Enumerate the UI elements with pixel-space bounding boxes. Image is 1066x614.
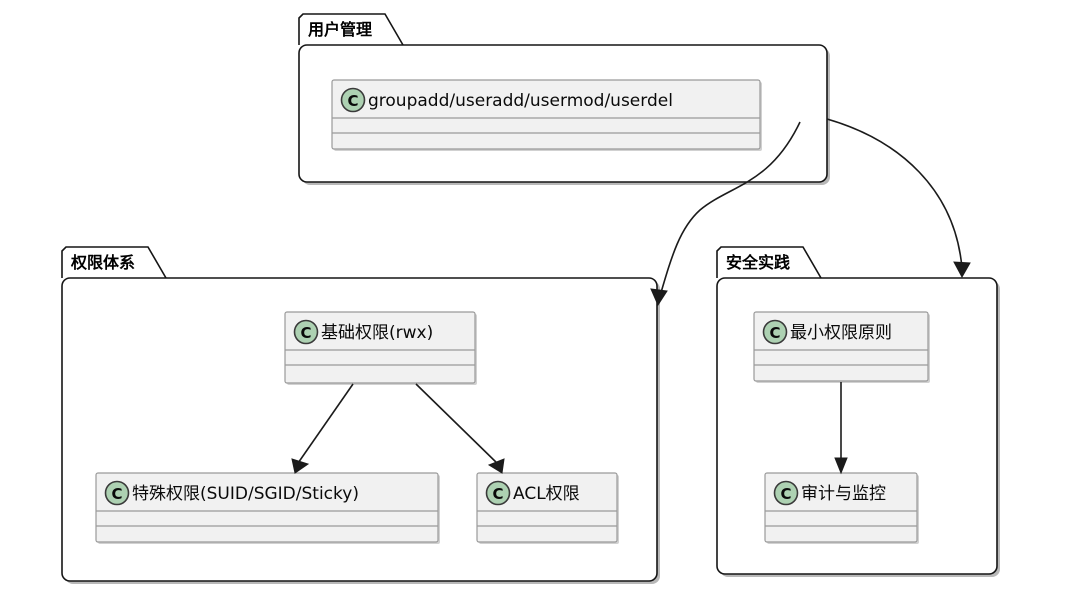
- class-node-cls-basic-permission[interactable]: C 基础权限(rwx): [284, 311, 477, 385]
- class-box: [95, 472, 439, 543]
- link-link-user-management-to-permission-system[interactable]: [650, 121, 801, 307]
- class-name-label: 最小权限原则: [790, 323, 892, 343]
- link-link-least-privilege-to-audit[interactable]: [834, 382, 848, 475]
- link-arrowhead: [650, 288, 668, 307]
- link-link-user-management-to-security-practice[interactable]: [826, 118, 971, 279]
- class-stereotype-letter: C: [300, 324, 311, 342]
- class-node-cls-acl-permission[interactable]: C ACL权限: [476, 472, 619, 544]
- package-tab: [298, 13, 404, 46]
- class-box: [753, 311, 929, 382]
- class-stereotype-letter: C: [111, 485, 122, 503]
- package-title: 用户管理: [308, 20, 372, 39]
- class-stereotype-icon: [293, 319, 319, 345]
- class-stereotype-icon: [762, 319, 788, 345]
- class-stereotype-letter: C: [492, 485, 503, 503]
- class-name-label: ACL权限: [513, 484, 580, 504]
- class-box: [331, 79, 761, 150]
- class-name-label: 审计与监控: [801, 484, 886, 504]
- class-node-cls-audit-monitor[interactable]: C 审计与监控: [764, 472, 919, 544]
- link-path: [415, 383, 501, 467]
- package-tab: [61, 246, 167, 279]
- class-name-label: 基础权限(rwx): [321, 323, 433, 343]
- class-name-label: 特殊权限(SUID/SGID/Sticky): [132, 484, 359, 504]
- package-tab: [716, 246, 822, 279]
- package-title: 权限体系: [70, 253, 135, 272]
- link-path: [295, 383, 354, 467]
- link-link-basic-to-acl[interactable]: [415, 383, 505, 474]
- class-stereotype-icon: [485, 480, 511, 506]
- class-name-label: groupadd/useradd/usermod/userdel: [368, 91, 673, 111]
- link-link-basic-to-special[interactable]: [291, 383, 354, 474]
- package-title: 安全实践: [726, 253, 790, 272]
- link-path: [826, 118, 963, 269]
- class-stereotype-icon: [340, 87, 366, 113]
- link-arrowhead: [953, 261, 971, 279]
- class-stereotype-letter: C: [347, 92, 358, 110]
- class-stereotype-letter: C: [780, 485, 791, 503]
- class-node-cls-special-permission[interactable]: C 特殊权限(SUID/SGID/Sticky): [95, 472, 440, 544]
- class-stereotype-icon: [773, 480, 799, 506]
- class-stereotype-icon: [104, 480, 130, 506]
- class-stereotype-letter: C: [769, 324, 780, 342]
- link-arrowhead: [487, 458, 505, 474]
- class-node-cls-least-privilege[interactable]: C 最小权限原则: [753, 311, 930, 383]
- link-arrowhead: [291, 458, 310, 474]
- class-box: [476, 472, 618, 543]
- link-arrowhead: [834, 457, 848, 475]
- link-path: [659, 121, 801, 297]
